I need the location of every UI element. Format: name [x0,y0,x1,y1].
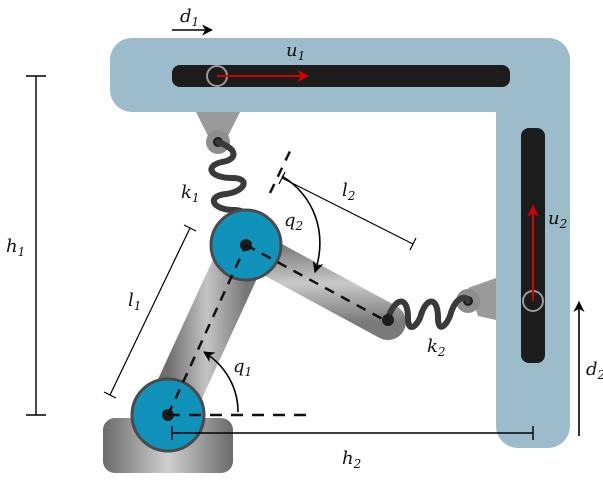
label-u2: u2 [548,208,567,231]
label-k2: k2 [427,336,446,359]
k2-anchor-tab [468,278,496,320]
label-d1: d1 [180,6,199,29]
label-h1: h1 [6,236,25,259]
label-l2: l2 [342,180,355,203]
link2-centerline [245,243,389,324]
dimension-h2 [171,426,534,440]
k1-anchor-tab [196,112,240,140]
link2-end-pin [382,314,394,326]
label-q1: q1 [233,356,252,379]
q1-arc [203,351,239,413]
top-slot [172,65,510,87]
dimension-h1 [26,75,46,416]
link1-centerline [166,244,248,416]
dimension-l1 [103,224,197,399]
label-h2: h2 [342,448,361,471]
label-l1: l1 [128,290,141,313]
link1-extension [268,146,294,194]
label-q2: q2 [284,210,303,233]
label-d2: d2 [586,359,603,382]
label-u1: u1 [286,40,305,63]
dimension-l2 [278,171,417,251]
label-k1: k1 [181,182,200,205]
spring-k2 [385,294,471,330]
